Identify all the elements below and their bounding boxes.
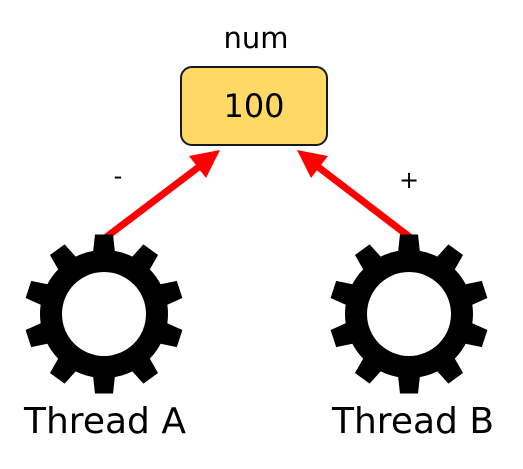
thread-b-label: Thread B <box>332 401 495 442</box>
gear-shape <box>25 234 183 394</box>
gear-icon <box>25 234 183 394</box>
gear-shape <box>330 234 488 394</box>
variable-name: num <box>223 21 289 55</box>
thread-a-operation: - <box>113 162 123 190</box>
gear-icon <box>330 234 488 394</box>
variable-value: 100 <box>223 87 285 125</box>
arrow-thread-b-to-num <box>297 150 414 241</box>
arrow-thread-a-to-num <box>102 150 220 241</box>
thread-b-operation: + <box>398 166 420 194</box>
variable-box: 100 <box>180 66 328 146</box>
thread-a-label: Thread A <box>24 401 186 442</box>
